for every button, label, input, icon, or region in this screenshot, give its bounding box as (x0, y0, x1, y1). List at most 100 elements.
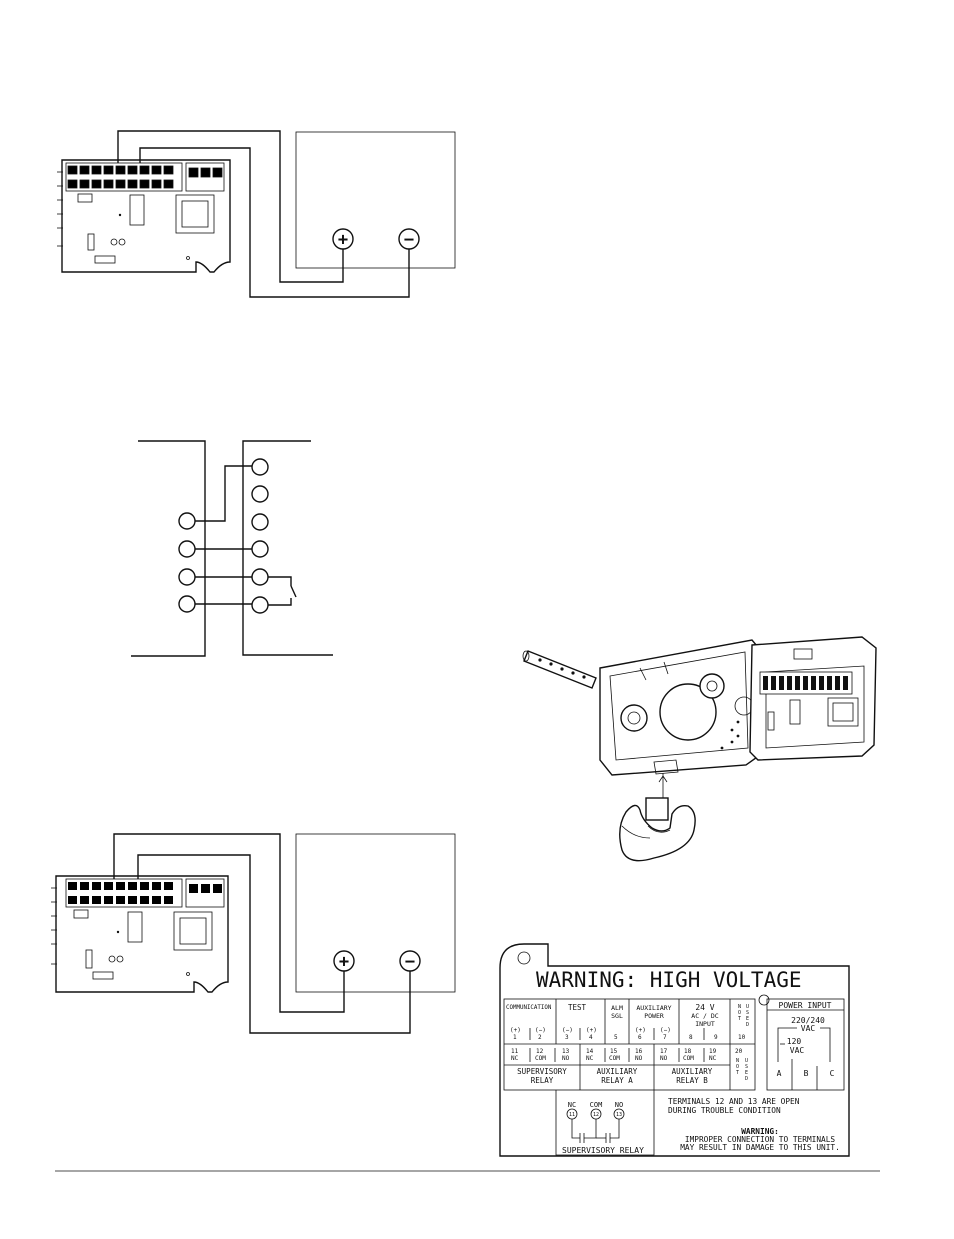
svg-text:17: 17 (660, 1048, 668, 1055)
svg-text:SUPERVISORY RELAY: SUPERVISORY RELAY (562, 1146, 644, 1155)
svg-text:NC: NC (586, 1055, 594, 1062)
svg-text:(−): (−) (660, 1027, 671, 1034)
svg-text:RELAY B: RELAY B (676, 1076, 708, 1085)
svg-text:B: B (804, 1069, 809, 1078)
svg-text:E: E (746, 1016, 749, 1022)
svg-text:8: 8 (689, 1034, 693, 1041)
svg-text:13: 13 (562, 1048, 570, 1055)
svg-text:COM: COM (535, 1055, 546, 1062)
svg-text:NO: NO (562, 1055, 570, 1062)
svg-text:+: + (338, 230, 348, 250)
supervisory-relay-inset: NC COM NO 11 12 13 SUPERVISORY RELAY (555, 1090, 655, 1156)
svg-text:220/240: 220/240 (791, 1016, 825, 1025)
terminal-group-labels: COMMUNICATION TEST ALM SGL AUXILIARY POW… (506, 1003, 749, 1028)
svg-text:U: U (746, 1004, 749, 1010)
sampling-tube-icon (522, 650, 597, 689)
power-supply-box (295, 131, 456, 269)
svg-text:3: 3 (565, 1034, 569, 1041)
positive-terminal: + (333, 950, 355, 972)
svg-text:(+): (+) (586, 1027, 597, 1034)
svg-text:18: 18 (684, 1048, 692, 1055)
duct-detector-illustration (522, 636, 877, 862)
svg-text:TERMINALS 12 AND 13 ARE OPEN: TERMINALS 12 AND 13 ARE OPEN (668, 1097, 800, 1106)
svg-text:SGL: SGL (611, 1012, 623, 1020)
svg-text:(−): (−) (562, 1027, 573, 1034)
svg-text:U: U (745, 1058, 748, 1064)
svg-text:15: 15 (610, 1048, 618, 1055)
warning-title: WARNING: HIGH VOLTAGE (536, 968, 802, 992)
svg-text:T: T (738, 1016, 741, 1022)
svg-text:NO: NO (635, 1055, 643, 1062)
svg-text:N: N (738, 1004, 741, 1010)
svg-text:N: N (736, 1058, 739, 1064)
svg-text:DURING TROUBLE CONDITION: DURING TROUBLE CONDITION (668, 1106, 781, 1115)
svg-text:120: 120 (787, 1037, 802, 1046)
svg-text:(+): (+) (635, 1027, 646, 1034)
wiring-diagram-terminal-interconnect (131, 440, 333, 657)
svg-text:TEST: TEST (568, 1003, 587, 1012)
svg-text:WARNING:: WARNING: (741, 1127, 779, 1136)
terminal-number-row-bottom: 11 NC 12 COM 13 NO 14 NC 15 COM 16 NO 17… (511, 1048, 748, 1082)
svg-text:VAC: VAC (790, 1046, 805, 1055)
wiring-diagram-power-supply-top: + − (57, 130, 456, 298)
svg-text:14: 14 (586, 1048, 594, 1055)
svg-text:AUXILIARY: AUXILIARY (597, 1067, 638, 1076)
svg-text:A: A (777, 1069, 782, 1078)
svg-text:NC: NC (709, 1055, 717, 1062)
svg-text:AUXILIARY: AUXILIARY (636, 1004, 671, 1012)
svg-text:10: 10 (738, 1034, 746, 1041)
svg-text:D: D (745, 1076, 748, 1082)
svg-text:VAC: VAC (801, 1024, 816, 1033)
wiring-diagram-power-supply-bottom: + − (51, 833, 456, 1034)
svg-text:D: D (746, 1022, 749, 1028)
negative-terminal: − (399, 950, 421, 972)
svg-text:POWER INPUT: POWER INPUT (779, 1001, 832, 1010)
positive-terminal: + (332, 228, 354, 250)
svg-text:−: − (405, 952, 415, 972)
svg-text:5: 5 (614, 1034, 618, 1041)
svg-text:NO: NO (615, 1101, 623, 1109)
svg-text:NC: NC (568, 1101, 576, 1109)
svg-text:COM: COM (609, 1055, 620, 1062)
svg-text:9: 9 (714, 1034, 718, 1041)
wire-negative (139, 147, 410, 298)
terminal-strip (65, 162, 225, 192)
left-terminal-column (178, 512, 196, 613)
svg-text:IMPROPER CONNECTION TO TERMINA: IMPROPER CONNECTION TO TERMINALS (685, 1135, 836, 1144)
svg-text:4: 4 (589, 1034, 593, 1041)
detector-circuit-board (55, 875, 229, 993)
power-supply-box (295, 833, 456, 993)
svg-text:E: E (745, 1070, 748, 1076)
wire-negative (137, 854, 411, 1034)
svg-text:(+): (+) (510, 1027, 521, 1034)
svg-text:AUXILIARY: AUXILIARY (672, 1067, 713, 1076)
hand-holding-magnet-icon (619, 797, 696, 862)
svg-text:O: O (738, 1010, 741, 1016)
wire-positive (117, 130, 344, 283)
svg-text:−: − (404, 230, 414, 250)
terminal-strip (65, 878, 225, 908)
wire-positive (113, 833, 345, 1013)
right-terminal-column (251, 458, 269, 614)
svg-text:16: 16 (635, 1048, 643, 1055)
svg-text:12: 12 (536, 1048, 544, 1055)
warning-label-panel: WARNING: HIGH VOLTAGE COMMUNICATION TEST… (499, 943, 850, 1157)
switch-contact (268, 576, 297, 606)
svg-text:NC: NC (511, 1055, 519, 1062)
svg-text:11: 11 (511, 1048, 519, 1055)
terminal-block-icon (759, 671, 853, 695)
svg-text:(−): (−) (535, 1027, 546, 1034)
svg-text:C: C (830, 1069, 835, 1078)
svg-text:MAY RESULT IN DAMAGE TO THIS U: MAY RESULT IN DAMAGE TO THIS UNIT. (680, 1143, 840, 1152)
terminal-number-row-top: (+) 1 (−) 2 (−) 3 (+) 4 5 (+) 6 (−) 7 8 … (510, 1027, 746, 1041)
svg-text:1: 1 (513, 1034, 517, 1041)
svg-text:7: 7 (663, 1034, 667, 1041)
svg-text:19: 19 (709, 1048, 717, 1055)
label-notes: TERMINALS 12 AND 13 ARE OPEN DURING TROU… (668, 1097, 840, 1152)
sensor-chamber (659, 683, 717, 741)
svg-text:12: 12 (593, 1112, 599, 1118)
svg-text:2: 2 (538, 1034, 542, 1041)
svg-text:S: S (746, 1010, 749, 1016)
